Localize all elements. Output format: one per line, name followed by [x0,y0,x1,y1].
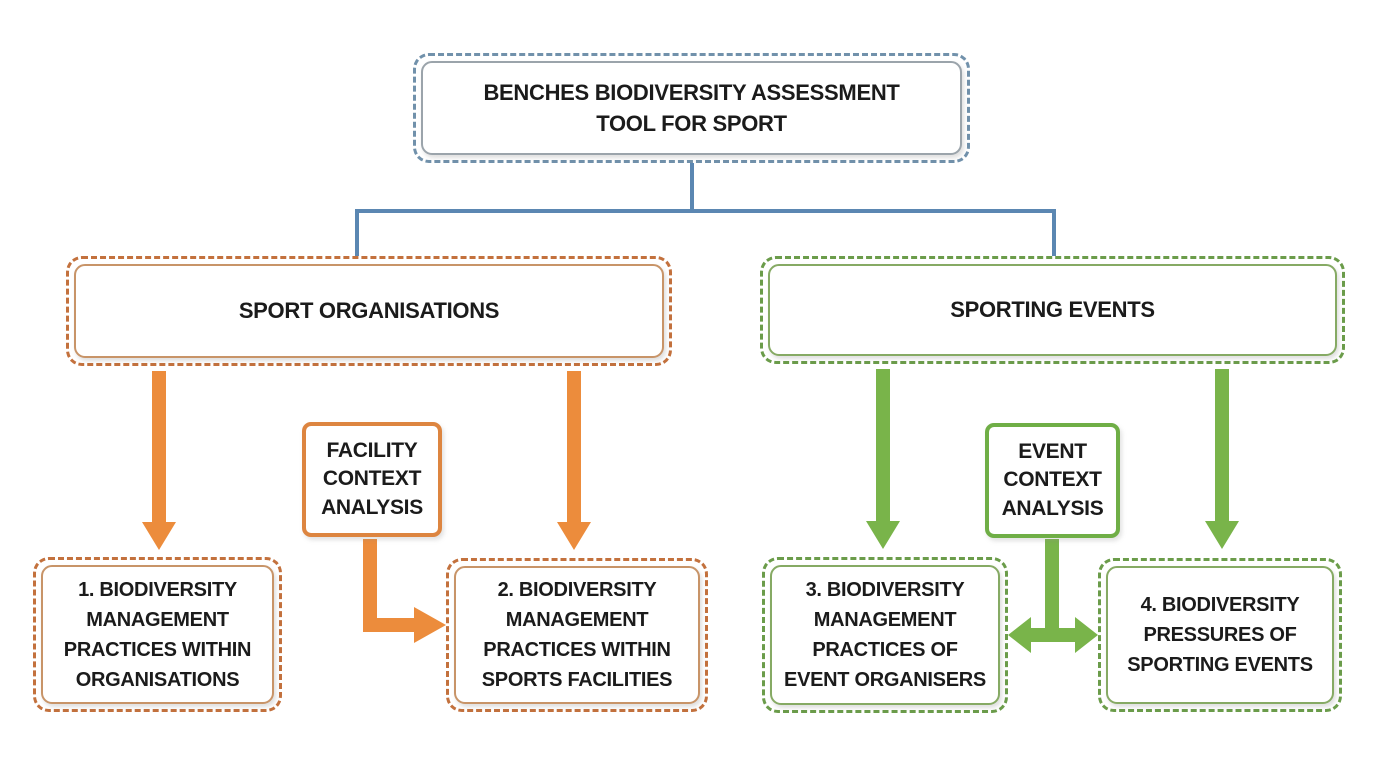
box3-dashed-frame: 3. BIODIVERSITY MANAGEMENT PRACTICES OF … [762,557,1008,713]
arrow-events-to-box4 [1205,369,1239,549]
root-inner-box: BENCHES BIODIVERSITY ASSESSMENT TOOL FOR… [421,61,962,155]
box4-inner-box: 4. BIODIVERSITY PRESSURES OF SPORTING EV… [1106,566,1334,704]
box1-dashed-frame: 1. BIODIVERSITY MANAGEMENT PRACTICES WIT… [33,557,282,712]
facility-context-label: FACILITY CONTEXT ANALYSIS [321,438,423,519]
node-facility-context-analysis: FACILITY CONTEXT ANALYSIS [302,422,442,537]
root-label: BENCHES BIODIVERSITY ASSESSMENT TOOL FOR… [483,79,900,136]
box4-dashed-frame: 4. BIODIVERSITY PRESSURES OF SPORTING EV… [1098,558,1342,712]
node-sporting-events: SPORTING EVENTS [760,256,1345,364]
node-sport-organisations: SPORT ORGANISATIONS [66,256,672,366]
events-inner-box: SPORTING EVENTS [768,264,1337,356]
arrow-event-context-to-box3-box4 [1008,539,1098,653]
events-dashed-frame: SPORTING EVENTS [760,256,1345,364]
box3-label: 3. BIODIVERSITY MANAGEMENT PRACTICES OF … [784,579,986,691]
box1-inner-box: 1. BIODIVERSITY MANAGEMENT PRACTICES WIT… [41,565,274,704]
node-root-benches-tool: BENCHES BIODIVERSITY ASSESSMENT TOOL FOR… [413,53,970,163]
node-box1-biodiversity-management-organisations: 1. BIODIVERSITY MANAGEMENT PRACTICES WIT… [33,557,282,712]
events-label: SPORTING EVENTS [950,297,1155,323]
arrow-facility-context-to-box2 [363,539,446,643]
node-event-context-analysis: EVENT CONTEXT ANALYSIS [985,423,1120,538]
connector-root-to-branches [355,209,1056,256]
box2-inner-box: 2. BIODIVERSITY MANAGEMENT PRACTICES WIT… [454,566,700,704]
box2-dashed-frame: 2. BIODIVERSITY MANAGEMENT PRACTICES WIT… [446,558,708,712]
event-context-label: EVENT CONTEXT ANALYSIS [1001,439,1104,520]
box2-label: 2. BIODIVERSITY MANAGEMENT PRACTICES WIT… [481,579,673,691]
arrow-organisations-to-box1 [142,371,176,550]
box3-inner-box: 3. BIODIVERSITY MANAGEMENT PRACTICES OF … [770,565,1000,705]
node-box2-biodiversity-management-facilities: 2. BIODIVERSITY MANAGEMENT PRACTICES WIT… [446,558,708,712]
node-box3-biodiversity-management-event-organisers: 3. BIODIVERSITY MANAGEMENT PRACTICES OF … [762,557,1008,713]
box4-label: 4. BIODIVERSITY PRESSURES OF SPORTING EV… [1127,594,1313,676]
organisations-label: SPORT ORGANISATIONS [238,298,500,324]
organisations-inner-box: SPORT ORGANISATIONS [74,264,664,358]
node-box4-biodiversity-pressures-events: 4. BIODIVERSITY PRESSURES OF SPORTING EV… [1098,558,1342,712]
arrow-events-to-box3 [866,369,900,549]
box1-label: 1. BIODIVERSITY MANAGEMENT PRACTICES WIT… [63,578,252,691]
arrow-organisations-to-box2 [557,371,591,550]
organisations-dashed-frame: SPORT ORGANISATIONS [66,256,672,366]
root-dashed-frame: BENCHES BIODIVERSITY ASSESSMENT TOOL FOR… [413,53,970,163]
